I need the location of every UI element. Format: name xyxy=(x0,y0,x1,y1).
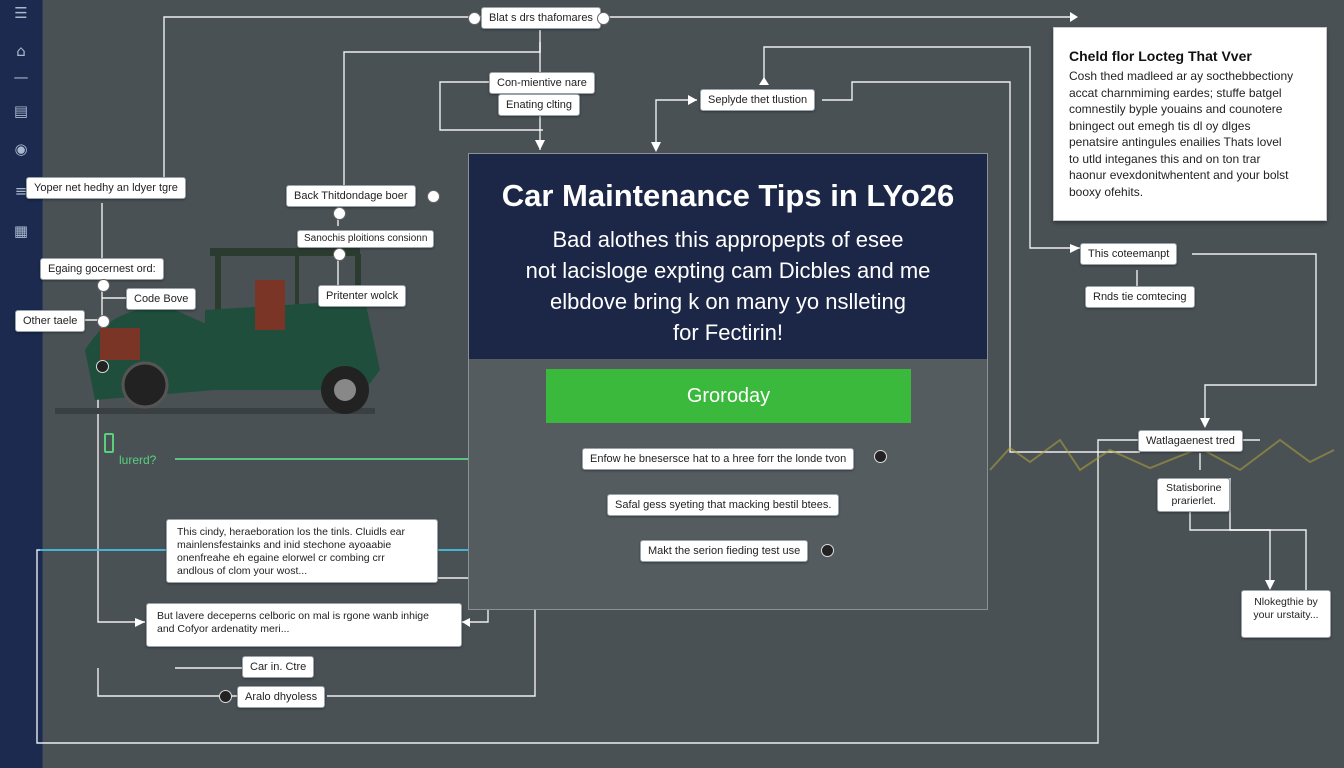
node-connector[interactable] xyxy=(333,248,346,261)
calculator-icon[interactable]: ▦ xyxy=(13,222,29,240)
wire-top-down xyxy=(343,30,541,190)
node-back[interactable]: Back Thitdondage boer xyxy=(286,185,416,207)
node-top[interactable]: Blat s drs thafomares xyxy=(481,7,601,29)
location-pin-icon[interactable]: ◉ xyxy=(14,140,28,158)
node-connector[interactable] xyxy=(96,360,109,373)
node-nlokegthie[interactable]: Nlokegthie by your urstaity... xyxy=(1241,590,1331,638)
node-ending[interactable]: Enating clting xyxy=(498,94,581,116)
node-connector[interactable] xyxy=(97,279,110,292)
info-card-body: Cosh thed madleed ar ay socthebbectiony … xyxy=(1069,69,1294,199)
info-card: Cheld flor Locteg That Vver Cosh thed ma… xyxy=(1053,27,1327,221)
node-code-bove[interactable]: Code Bove xyxy=(126,288,197,310)
car-illustration xyxy=(55,248,380,414)
node-makt[interactable]: Makt the serion fieding test use xyxy=(640,540,809,562)
tag-marker-icon xyxy=(104,433,114,453)
list-icon[interactable]: ≡ xyxy=(14,182,28,200)
hero-cta-button[interactable]: Grorоday xyxy=(546,369,911,423)
menu-icon[interactable]: ☰ xyxy=(14,4,28,22)
node-other-tale[interactable]: Other taele xyxy=(15,310,86,332)
node-connector[interactable] xyxy=(874,450,887,463)
node-this-cote[interactable]: This coteemanpt xyxy=(1080,243,1178,265)
node-sepyde[interactable]: Seplyde thet tlustion xyxy=(700,89,816,111)
node-connector[interactable] xyxy=(597,12,610,25)
divider-icon: — xyxy=(13,68,29,86)
node-rmds[interactable]: Rnds tie comtecing xyxy=(1085,286,1195,308)
node-connector[interactable] xyxy=(219,690,232,703)
node-sanochs[interactable]: Sanochis ploitions consionn xyxy=(297,230,435,248)
node-yoper[interactable]: Yoper net hedhy an ldyer tgre xyxy=(26,177,186,199)
hero-header: Car Maintenance Tips in LYo26 Bad alothe… xyxy=(469,154,987,359)
node-connector[interactable] xyxy=(333,207,346,220)
tag-label: lurerd? xyxy=(119,453,157,467)
node-aralo[interactable]: Aralo dhyoless xyxy=(237,686,326,708)
document-icon[interactable]: ▤ xyxy=(13,102,29,120)
node-watlaged[interactable]: Watlagaenest tred xyxy=(1138,430,1243,452)
node-this-cindy[interactable]: This cindy, heraeboration los the tinls.… xyxy=(166,519,438,583)
node-car-in[interactable]: Car in. Ctre xyxy=(242,656,315,678)
node-enfow[interactable]: Enfow he bnesersce hat to a hree forr th… xyxy=(582,448,855,470)
hero-body: Bad alothes this appropepts of esee not … xyxy=(525,227,931,345)
hero-title: Car Maintenance Tips in LYo26 xyxy=(501,178,955,213)
sidebar: ☰ ⌂ — ▤ ◉ ≡ ▦ xyxy=(0,0,43,768)
wire-top-left xyxy=(163,16,474,190)
node-connector[interactable] xyxy=(97,315,110,328)
hero-panel: Car Maintenance Tips in LYo26 Bad alothe… xyxy=(468,153,988,610)
node-connector[interactable] xyxy=(468,12,481,25)
node-connector[interactable] xyxy=(821,544,834,557)
node-but-lavere[interactable]: But lavere deceperns celboric on mal is … xyxy=(146,603,462,647)
node-safal[interactable]: Safal gess syeting that macking bestil b… xyxy=(607,494,840,516)
home-icon[interactable]: ⌂ xyxy=(16,42,26,60)
node-egaing[interactable]: Egaing gocernest ord: xyxy=(40,258,164,280)
node-commentive[interactable]: Con-mientive nare xyxy=(489,72,595,94)
node-connector[interactable] xyxy=(427,190,440,203)
node-pritenter[interactable]: Pritenter wolck xyxy=(318,285,407,307)
node-statisborine[interactable]: Statisborine prarierlet. xyxy=(1157,478,1231,512)
info-card-title: Cheld flor Locteg That Vver xyxy=(1069,48,1252,64)
